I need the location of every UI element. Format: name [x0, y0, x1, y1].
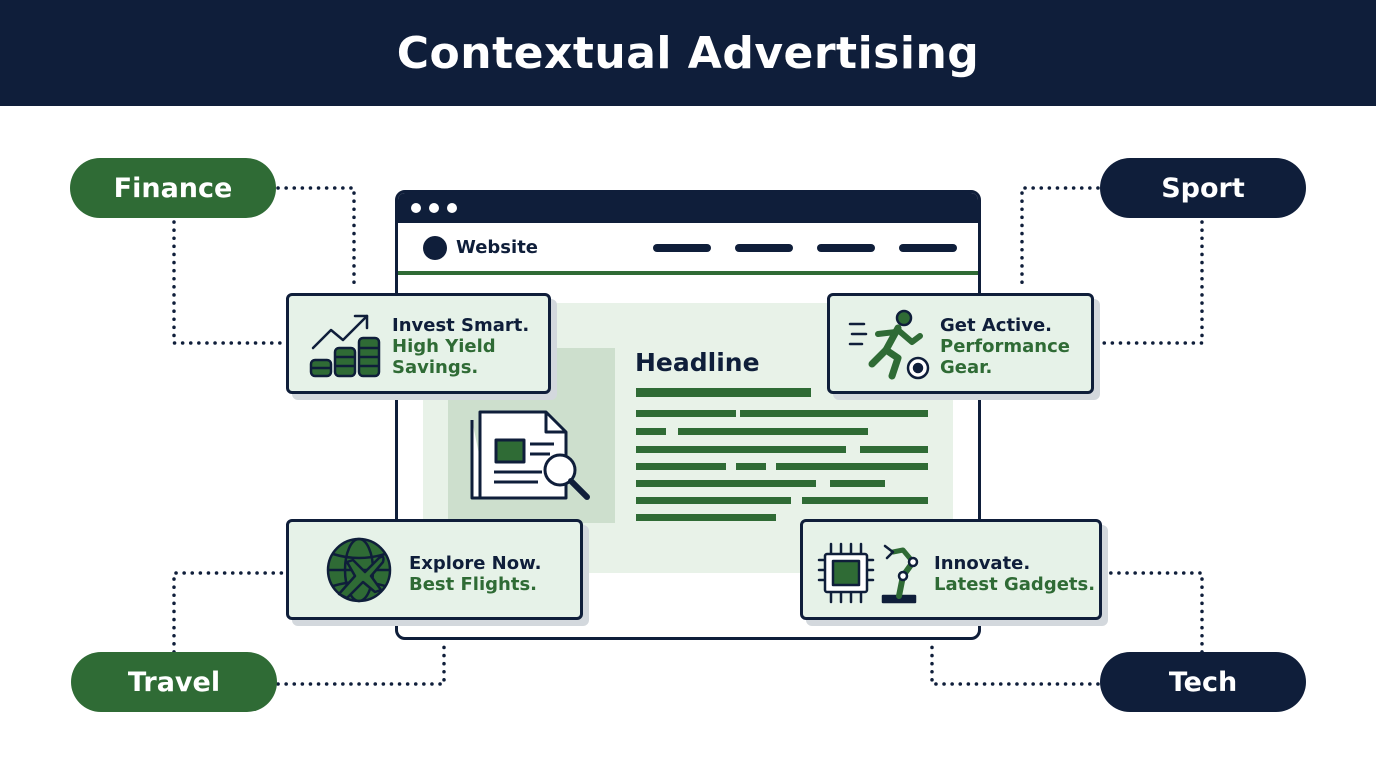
- category-finance: Finance: [70, 158, 276, 218]
- category-sport: Sport: [1100, 158, 1306, 218]
- text-line: [736, 463, 766, 470]
- ad-travel-line2: Best Flights.: [409, 574, 538, 595]
- ad-sport-line1: Get Active.: [940, 315, 1053, 336]
- connector-finance-top: [276, 186, 356, 292]
- connector-travel-bottom: [276, 642, 446, 686]
- window-dot: [429, 203, 439, 213]
- text-line: [636, 480, 816, 487]
- connector-tech-side: [1103, 571, 1204, 654]
- article-headline: Headline: [635, 348, 760, 377]
- text-line: [636, 497, 791, 504]
- connector-sport-top: [1020, 186, 1100, 292]
- site-logo-icon: [423, 236, 447, 260]
- category-travel: Travel: [71, 652, 277, 712]
- text-line: [830, 480, 885, 487]
- site-header-rule: [398, 271, 978, 275]
- nav-placeholder: [817, 244, 875, 252]
- ad-sport-line3: Gear.: [940, 357, 993, 378]
- text-line: [636, 514, 776, 521]
- ad-tech-line2: Latest Gadgets.: [934, 574, 1096, 595]
- ad-sport-line2: Performance: [940, 336, 1070, 357]
- ad-travel-line1: Explore Now.: [409, 553, 542, 574]
- nav-placeholder: [735, 244, 793, 252]
- runner-ball-icon: [848, 309, 930, 380]
- ad-tech-line1: Innovate.: [934, 553, 1031, 574]
- ad-card-sport: Get Active. Performance Gear.: [827, 293, 1094, 394]
- connector-tech-bottom: [930, 642, 1100, 686]
- connector-finance-side: [172, 220, 284, 345]
- text-line: [636, 410, 736, 417]
- window-dot: [447, 203, 457, 213]
- connector-sport-side: [1095, 220, 1204, 345]
- ad-card-tech: Innovate. Latest Gadgets.: [800, 519, 1102, 620]
- ad-finance-line2: High Yield: [392, 336, 496, 357]
- text-line: [636, 428, 666, 435]
- text-line: [860, 446, 928, 453]
- document-search-icon: [470, 410, 590, 500]
- ad-finance-line3: Savings.: [392, 357, 479, 378]
- ad-finance-line1: Invest Smart.: [392, 315, 530, 336]
- site-name: Website: [456, 237, 539, 258]
- page-title: Contextual Advertising: [396, 27, 980, 79]
- growth-coins-icon: [309, 314, 381, 378]
- text-line: [740, 410, 928, 417]
- window-dot: [411, 203, 421, 213]
- connector-travel-side: [172, 571, 284, 654]
- text-line: [636, 388, 811, 397]
- text-line: [678, 428, 868, 435]
- chip-robot-arm-icon: [817, 542, 919, 604]
- text-line: [802, 497, 928, 504]
- title-banner: Contextual Advertising: [0, 0, 1376, 106]
- ad-card-finance: Invest Smart. High Yield Savings.: [286, 293, 551, 394]
- category-tech: Tech: [1100, 652, 1306, 712]
- text-line: [776, 463, 928, 470]
- text-line: [636, 463, 726, 470]
- ad-card-travel: Explore Now. Best Flights.: [286, 519, 583, 620]
- globe-plane-icon: [326, 537, 392, 603]
- text-line: [636, 446, 846, 453]
- nav-placeholder: [899, 244, 957, 252]
- browser-title-bar: [398, 193, 978, 223]
- nav-placeholder: [653, 244, 711, 252]
